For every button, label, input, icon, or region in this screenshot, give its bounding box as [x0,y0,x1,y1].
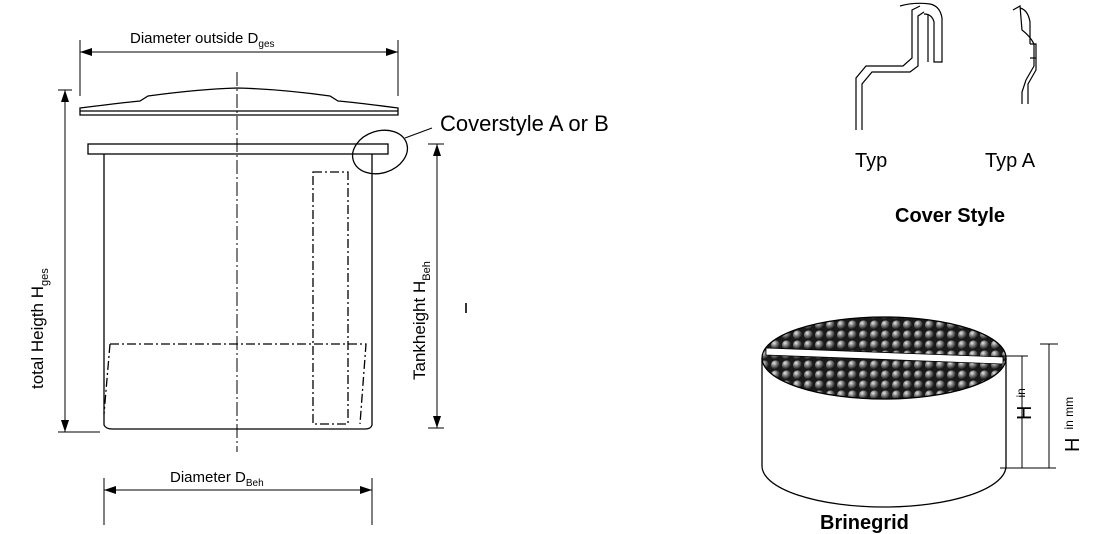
cover-style-title: Cover Style [895,205,1005,227]
label-diameter-outside: Diameter outside Dges [130,30,275,50]
cover-style-typ-a-profile [1012,5,1037,104]
label-coverstyle: Coverstyle A or B [440,111,609,136]
brinegrid-title: Brinegrid [820,512,909,534]
salt-tube [312,171,349,425]
dim-tank-height [428,143,444,429]
tank-drawing [79,72,467,452]
dim-brinegrid [1000,343,1058,469]
tank-body [103,154,373,430]
brinegrid-divider [765,347,1004,365]
label-tank-height: Tankheight HBeh [410,261,433,380]
label-h-in: Hin [1014,388,1036,420]
label-total-height: total Heigth Hges [28,268,51,389]
label-typ: Typ [855,150,887,172]
label-typ-a: Typ A [985,150,1036,172]
label-h-in-mm: Hin mm [1062,397,1084,452]
dim-total-height [58,89,100,433]
coverstyle-circle [351,129,409,175]
tank-rim [87,143,389,155]
label-diameter: Diameter DBeh [170,469,264,489]
dim-diameter [103,478,373,525]
brine-well-insert [110,343,367,425]
brinegrid-drawing [761,316,1007,508]
dim-diameter-outside [79,40,399,96]
cover-style-typ-profile [855,2,943,130]
tank-cover [79,87,399,116]
